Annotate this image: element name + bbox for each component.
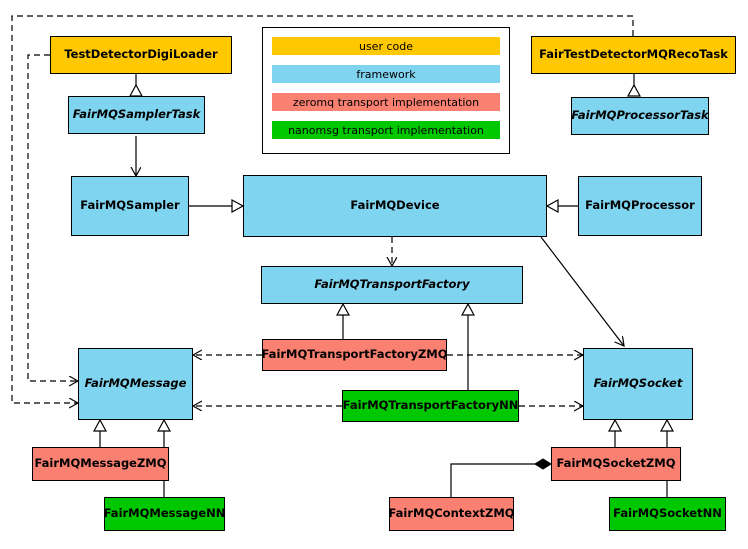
class-node-label: FairMQMessageNN — [103, 506, 226, 521]
class-node-FairMQSocketZMQ[interactable]: FairMQSocketZMQ — [551, 447, 681, 481]
legend-item-label: user code — [358, 39, 414, 53]
class-node-FairMQMessageNN[interactable]: FairMQMessageNN — [104, 497, 225, 531]
class-node-label: FairMQSamplerTask — [72, 107, 201, 122]
class-node-label: FairMQSampler — [80, 198, 180, 213]
edge-association-device-socket — [540, 236, 624, 346]
class-node-FairMQTransportFactoryZMQ[interactable]: FairMQTransportFactoryZMQ — [261, 339, 448, 371]
class-node-FairMQProcessorTask[interactable]: FairMQProcessorTask — [571, 97, 709, 135]
legend-item-zeromq: zeromq transport implementation — [272, 93, 500, 111]
class-node-label: TestDetectorDigiLoader — [64, 47, 218, 62]
class-node-label: FairMQSocketNN — [613, 506, 722, 521]
class-node-FairMQTransportFactory[interactable]: FairMQTransportFactory — [261, 266, 523, 304]
class-node-label: FairMQProcessorTask — [571, 108, 709, 123]
class-node-FairMQSampler[interactable]: FairMQSampler — [71, 176, 189, 236]
class-node-label: FairMQTransportFactory — [314, 277, 470, 292]
class-node-label: FairMQSocket — [593, 376, 683, 391]
class-node-label: FairMQProcessor — [585, 198, 695, 213]
class-node-FairMQMessage[interactable]: FairMQMessage — [78, 348, 193, 420]
class-node-FairMQSamplerTask[interactable]: FairMQSamplerTask — [68, 96, 205, 134]
class-node-FairMQSocket[interactable]: FairMQSocket — [583, 348, 693, 420]
class-node-FairMQProcessor[interactable]: FairMQProcessor — [578, 176, 702, 236]
legend-item-label: framework — [356, 67, 416, 81]
class-node-label: FairMQSocketZMQ — [556, 456, 676, 471]
class-node-FairTestDetectorMQRecoTask[interactable]: FairTestDetectorMQRecoTask — [531, 36, 736, 74]
legend-item-user-code: user code — [272, 37, 500, 55]
class-node-label: FairMQMessageZMQ — [34, 456, 167, 471]
class-node-FairMQTransportFactoryNN[interactable]: FairMQTransportFactoryNN — [342, 390, 519, 422]
class-node-FairMQContextZMQ[interactable]: FairMQContextZMQ — [388, 497, 515, 531]
class-node-label: FairMQContextZMQ — [388, 506, 515, 521]
class-node-FairMQDevice[interactable]: FairMQDevice — [243, 175, 547, 237]
class-node-label: FairMQTransportFactoryZMQ — [261, 347, 448, 362]
class-node-TestDetectorDigiLoader[interactable]: TestDetectorDigiLoader — [50, 36, 232, 74]
class-node-FairMQSocketNN[interactable]: FairMQSocketNN — [609, 497, 726, 531]
class-node-label: FairMQTransportFactoryNN — [342, 398, 519, 413]
legend-item-label: zeromq transport implementation — [292, 95, 480, 109]
class-node-label: FairMQDevice — [350, 198, 440, 213]
class-node-label: FairMQMessage — [84, 376, 187, 391]
class-node-label: FairTestDetectorMQRecoTask — [539, 47, 728, 62]
class-node-FairMQMessageZMQ[interactable]: FairMQMessageZMQ — [32, 447, 169, 481]
edge-composition-contextzmq-socketzmq — [450, 464, 551, 497]
legend-item-nanomsg: nanomsg transport implementation — [272, 121, 500, 139]
legend-item-label: nanomsg transport implementation — [288, 123, 484, 137]
legend-item-framework: framework — [272, 65, 500, 83]
